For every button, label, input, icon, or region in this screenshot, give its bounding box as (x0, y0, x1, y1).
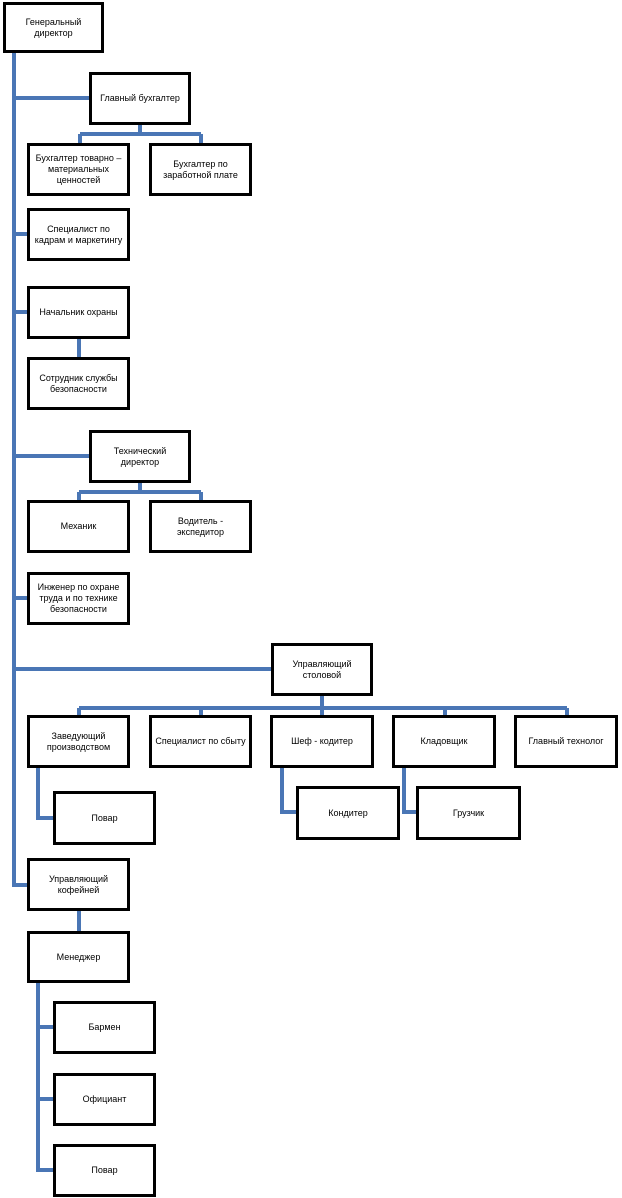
node-sales-specialist: Специалист по сбыту (149, 715, 252, 768)
node-driver-forwarder: Водитель - экспедитор (149, 500, 252, 553)
node-security-staff: Сотрудник службы безопасности (27, 357, 130, 410)
node-cook-cafe: Повар (53, 1144, 156, 1197)
node-storekeeper: Кладовщик (392, 715, 496, 768)
node-confectioner: Кондитер (296, 786, 400, 840)
connector-chef-confectioner (280, 767, 298, 814)
connector-ceo-spine (12, 52, 28, 887)
connector-manager-staff (36, 982, 55, 1172)
node-chief-accountant: Главный бухгалтер (89, 72, 191, 125)
connector-production-cook (36, 767, 55, 820)
node-security-head: Начальник охраны (27, 286, 130, 339)
node-general-director: Генеральный директор (3, 2, 104, 53)
node-barman: Бармен (53, 1001, 156, 1054)
node-chief-technologist: Главный технолог (514, 715, 618, 768)
node-hr-marketing-specialist: Специалист по кадрам и маркетингу (27, 208, 130, 261)
node-accountant-salary: Бухгалтер по заработной плате (149, 143, 252, 196)
node-technical-director: Технический директор (89, 430, 191, 483)
node-cook-production: Повар (53, 791, 156, 845)
node-production-head: Заведующий производством (27, 715, 130, 768)
node-canteen-manager: Управляющий столовой (271, 643, 373, 696)
node-loader: Грузчик (416, 786, 521, 840)
node-accountant-goods: Бухгалтер товарно – материальных ценност… (27, 143, 130, 196)
node-cafe-manager: Управляющий кофейней (27, 858, 130, 911)
node-mechanic: Механик (27, 500, 130, 553)
node-manager: Менеджер (27, 931, 130, 983)
connector-storekeeper-loader (402, 767, 418, 814)
node-safety-engineer: Инженер по охране труда и по технике без… (27, 572, 130, 625)
node-waiter: Официант (53, 1073, 156, 1126)
node-chef-confectioner: Шеф - кодитер (270, 715, 374, 768)
